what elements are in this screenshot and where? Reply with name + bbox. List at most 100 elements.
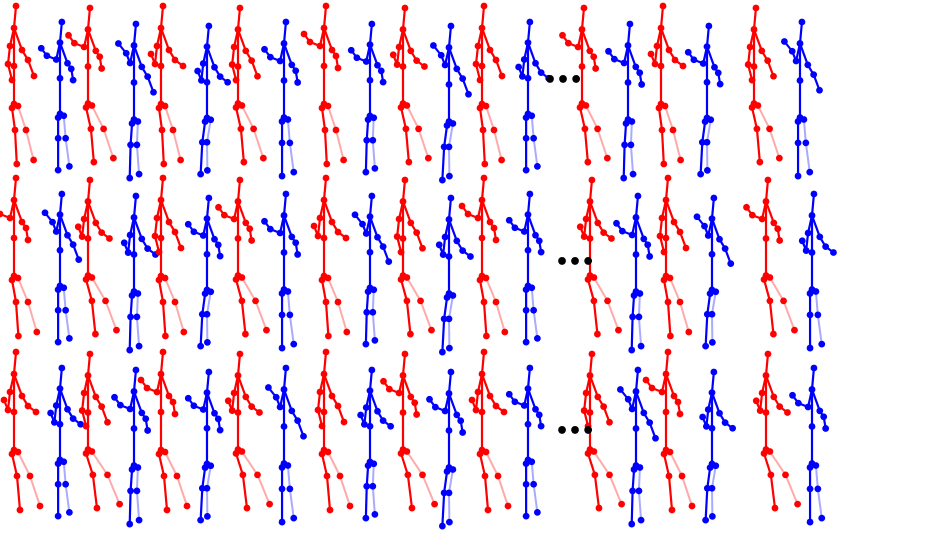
person-b-skeleton xyxy=(506,365,545,520)
joint xyxy=(587,198,594,205)
joint xyxy=(200,232,207,239)
joint xyxy=(780,298,787,305)
joint xyxy=(64,406,71,413)
bone xyxy=(164,476,167,510)
joint xyxy=(669,507,676,514)
joint xyxy=(765,177,772,184)
joint xyxy=(104,472,111,479)
joint xyxy=(803,247,810,254)
joint xyxy=(659,127,666,134)
joint xyxy=(621,142,628,149)
joint xyxy=(177,157,184,164)
joint xyxy=(776,403,783,410)
joint xyxy=(677,229,684,236)
joint xyxy=(475,389,482,396)
joint xyxy=(279,173,286,180)
joint xyxy=(600,403,607,410)
bone xyxy=(26,130,34,160)
joint xyxy=(767,448,774,455)
joint xyxy=(600,229,607,236)
joint xyxy=(525,39,532,46)
joint xyxy=(159,127,166,134)
joint xyxy=(415,125,422,132)
joint xyxy=(11,25,18,32)
joint xyxy=(363,309,370,316)
joint xyxy=(446,144,453,151)
joint xyxy=(19,219,26,226)
joint xyxy=(791,327,798,334)
joint xyxy=(190,402,197,409)
joint xyxy=(185,221,192,228)
joint xyxy=(13,175,20,182)
joint xyxy=(477,77,484,84)
bone xyxy=(243,475,247,508)
joint xyxy=(279,486,286,493)
joint xyxy=(807,519,814,526)
joint xyxy=(660,3,667,10)
joint xyxy=(659,215,666,222)
joint xyxy=(53,228,60,235)
joint xyxy=(528,458,535,465)
bone xyxy=(598,129,608,158)
person-b-skeleton xyxy=(789,365,829,526)
joint xyxy=(323,161,330,168)
joint xyxy=(71,40,78,47)
joint xyxy=(286,486,293,493)
joint xyxy=(154,43,161,50)
bone xyxy=(137,145,139,174)
joint xyxy=(818,515,825,522)
joint xyxy=(613,220,620,227)
joint xyxy=(604,298,611,305)
joint xyxy=(11,63,18,70)
joint xyxy=(629,118,636,125)
joint xyxy=(194,68,201,75)
joint xyxy=(7,389,14,396)
joint xyxy=(523,339,530,346)
joint xyxy=(5,407,12,414)
joint xyxy=(581,5,588,12)
joint xyxy=(649,385,656,392)
joint xyxy=(281,423,288,430)
joint xyxy=(795,173,802,180)
joint xyxy=(89,448,96,455)
joint xyxy=(166,393,173,400)
person-a-skeleton xyxy=(473,3,506,168)
joint xyxy=(288,408,295,415)
joint xyxy=(266,501,273,508)
joint xyxy=(577,223,584,230)
joint xyxy=(477,277,484,284)
joint xyxy=(30,157,37,164)
joint xyxy=(323,3,330,10)
bone xyxy=(254,129,264,158)
joint xyxy=(237,177,244,184)
joint xyxy=(448,369,455,376)
bone xyxy=(18,452,30,476)
joint xyxy=(453,66,460,73)
joint xyxy=(172,299,179,306)
joint xyxy=(152,233,159,240)
joint xyxy=(290,515,297,522)
person-a-skeleton xyxy=(225,351,273,512)
joint xyxy=(158,371,165,378)
bone xyxy=(818,489,822,518)
joint xyxy=(367,41,374,48)
person-a-skeleton xyxy=(753,351,801,512)
joint xyxy=(697,171,704,178)
joint xyxy=(644,241,651,248)
joint xyxy=(629,232,636,239)
joint xyxy=(633,214,640,221)
joint xyxy=(661,277,668,284)
joint xyxy=(70,77,77,84)
joint xyxy=(204,79,211,86)
joint xyxy=(623,120,630,127)
joint xyxy=(710,369,717,376)
bone xyxy=(242,452,258,475)
joint xyxy=(446,427,453,434)
joint xyxy=(281,386,288,393)
joint xyxy=(7,215,14,222)
joint xyxy=(47,410,54,417)
joint xyxy=(799,237,806,244)
joint xyxy=(636,69,643,76)
joint xyxy=(325,103,332,110)
joint xyxy=(763,198,770,205)
